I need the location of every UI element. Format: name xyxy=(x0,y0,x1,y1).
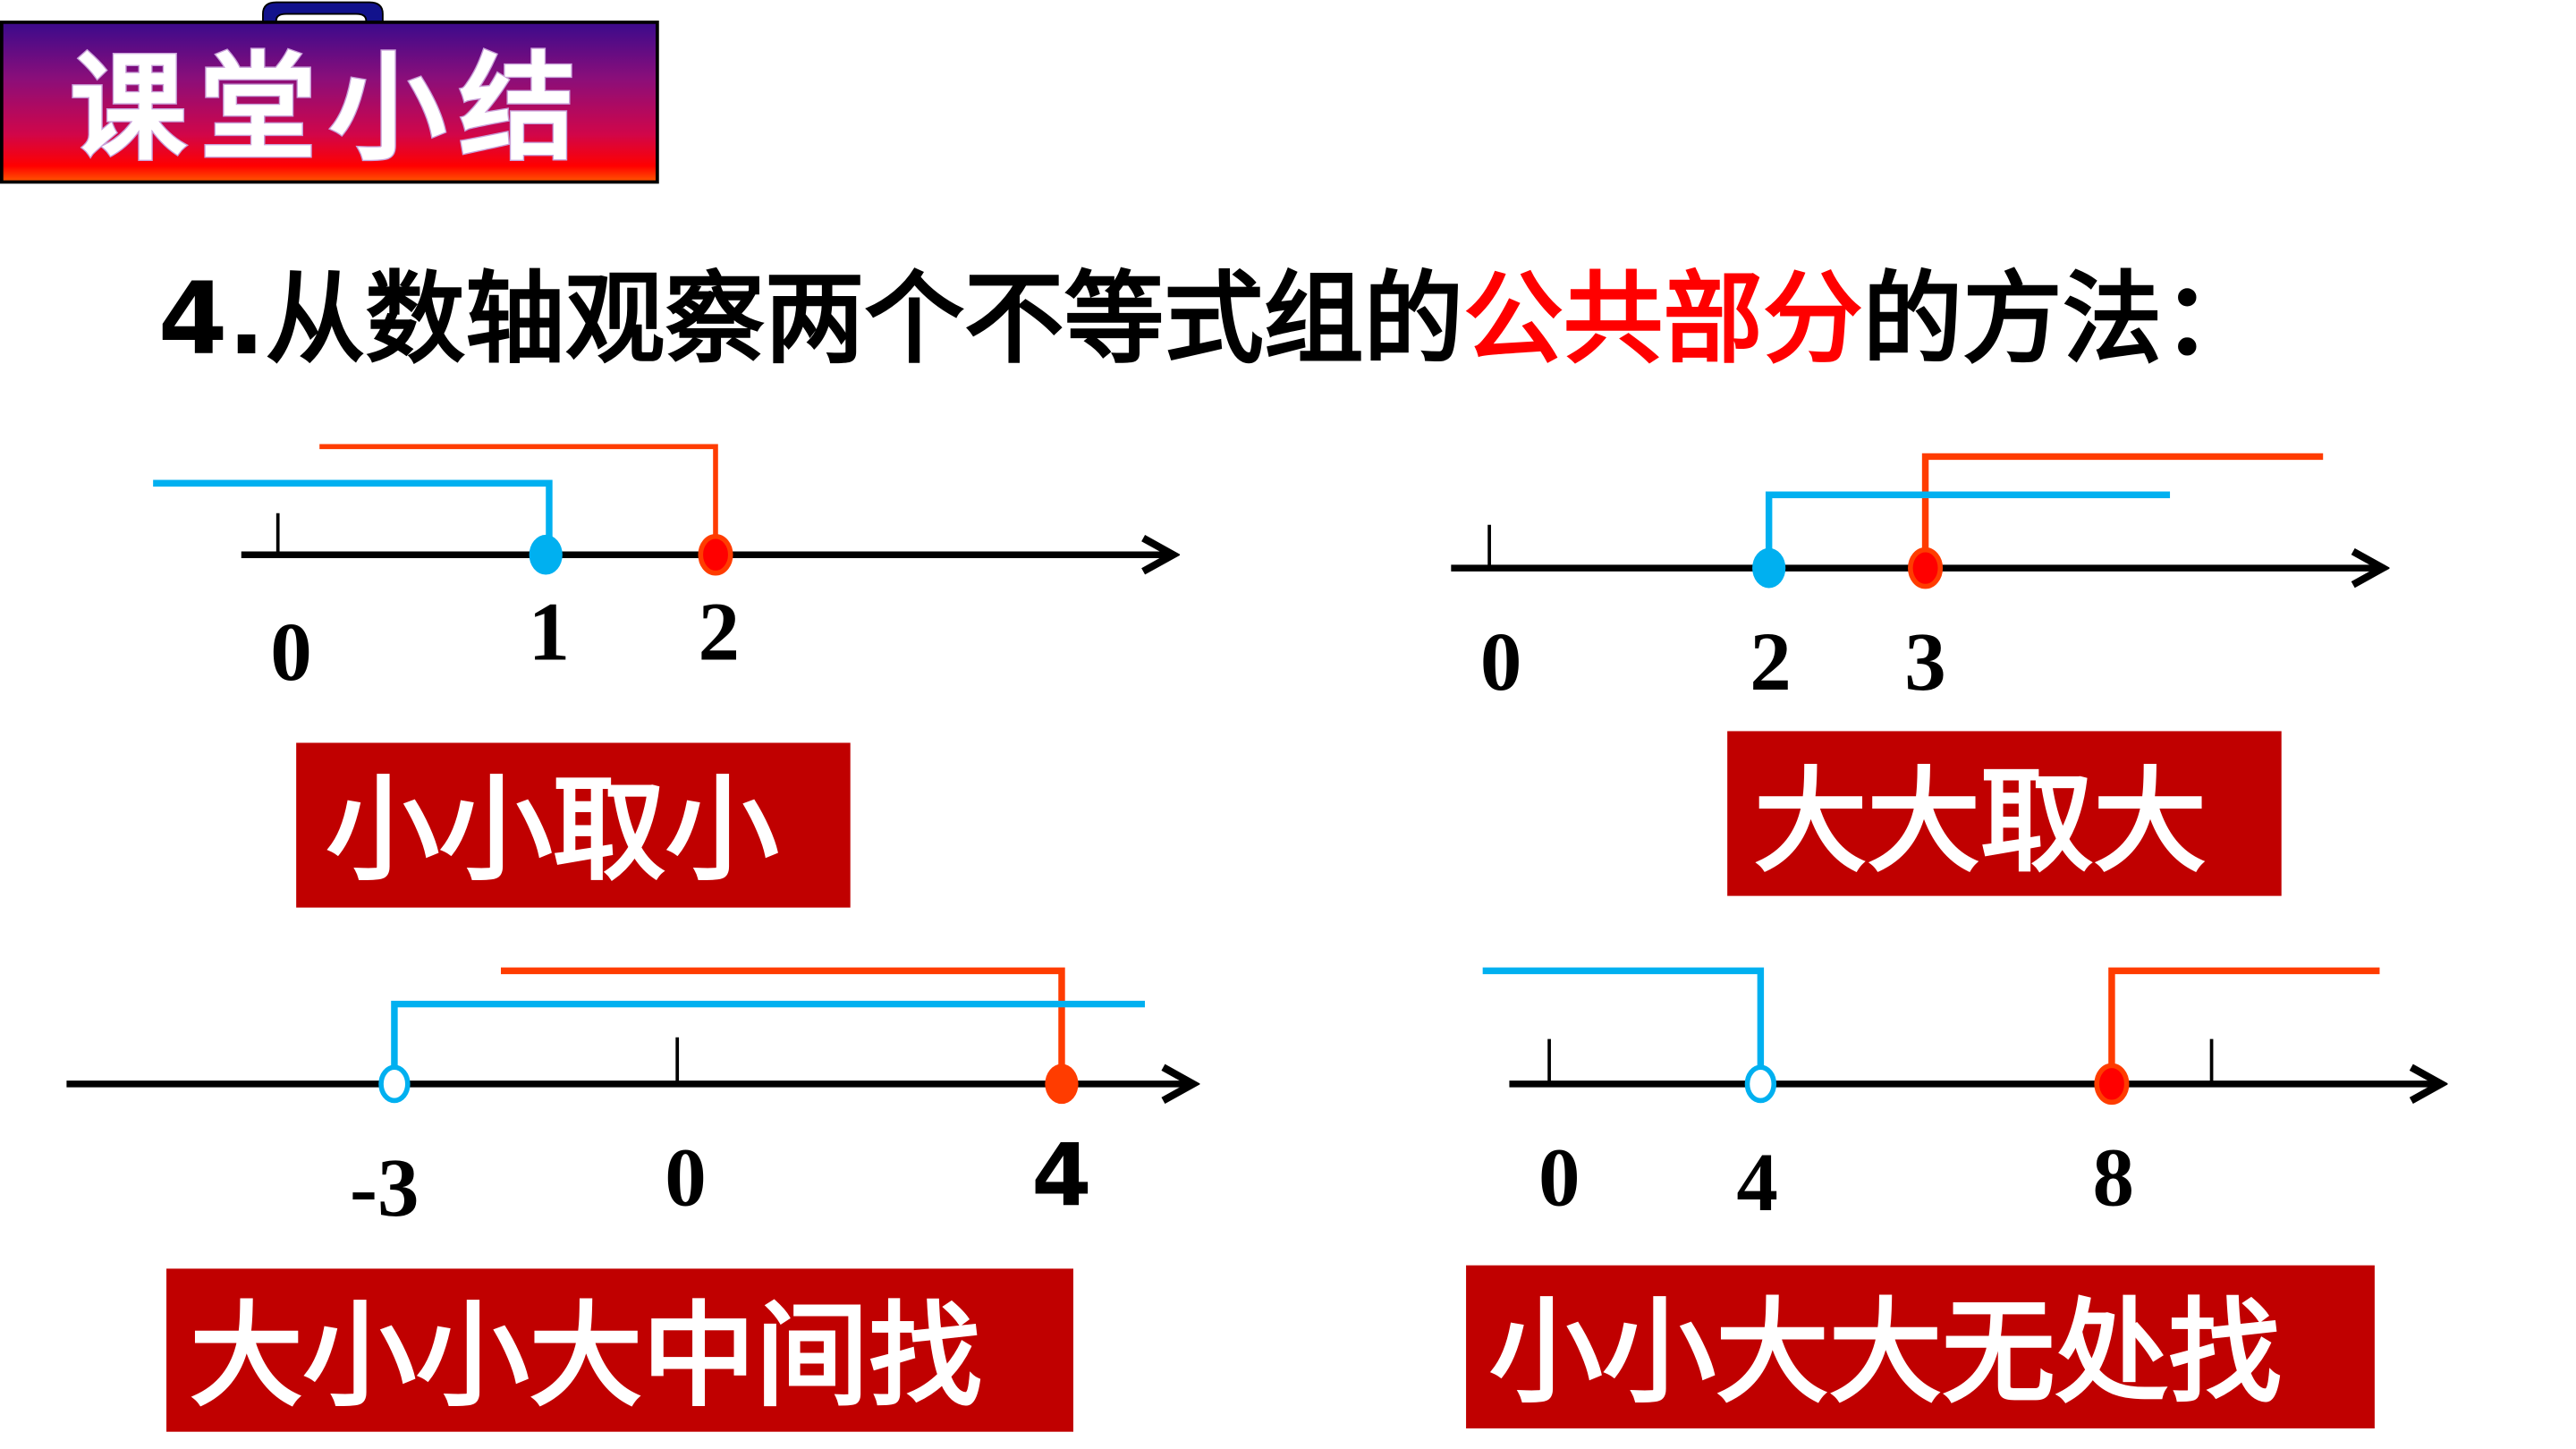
rule-text: 小小大大无处找 xyxy=(1489,1287,2281,1419)
tick-label-neg3: -3 xyxy=(350,1142,419,1234)
banner-title: 课堂小结 xyxy=(70,40,589,176)
tick-label-3: 3 xyxy=(1904,616,1946,708)
number-line-between: -3 0 4 xyxy=(66,967,1193,1234)
number-line-large-large: 0 2 3 xyxy=(1451,453,2383,708)
blue-range-line xyxy=(391,1000,1145,1084)
tick-label-4: 4 xyxy=(1031,1125,1091,1226)
tick-label-0: 0 xyxy=(270,606,312,699)
rule-text: 小小取小 xyxy=(326,765,779,896)
number-line-small-small: 0 1 2 xyxy=(153,444,1173,699)
rule-box-small-small: 小小取小 xyxy=(296,742,851,908)
rule-box-between: 大小小大中间找 xyxy=(166,1268,1073,1432)
section-heading: 4.从数轴观察两个不等式组的公共部分的方法： xyxy=(158,261,2262,377)
red-closed-point xyxy=(698,533,733,576)
red-range-line xyxy=(319,444,718,555)
blue-range-line xyxy=(1482,967,1765,1084)
rule-text: 大大取大 xyxy=(1754,757,2207,888)
number-line-none: 0 4 8 xyxy=(1482,967,2442,1229)
red-range-line xyxy=(501,967,1065,1084)
red-range-line xyxy=(2108,967,2380,1084)
rule-text: 大小小大中间找 xyxy=(190,1291,981,1422)
tick-label-0: 0 xyxy=(665,1132,707,1224)
banner-box xyxy=(0,21,659,184)
blue-closed-point xyxy=(1752,547,1786,589)
tick-label-0: 0 xyxy=(1480,616,1522,708)
heading-prefix: 4.从数轴观察两个不等式组的 xyxy=(158,261,1463,377)
heading-suffix: 的方法： xyxy=(1863,261,2262,377)
lesson-summary-banner: 课堂小结 xyxy=(0,1,659,184)
tick-label-2: 2 xyxy=(698,586,740,678)
tick-label-2: 2 xyxy=(1750,616,1792,708)
blue-closed-point xyxy=(529,534,563,575)
tick-label-1: 1 xyxy=(529,586,571,678)
red-closed-point xyxy=(1908,547,1944,589)
blue-open-point xyxy=(378,1064,411,1104)
rule-box-large-large: 大大取大 xyxy=(1727,731,2282,896)
red-range-line xyxy=(1921,453,2324,569)
heading-highlight: 公共部分 xyxy=(1463,261,1862,377)
red-closed-point xyxy=(2094,1063,2130,1106)
red-closed-point xyxy=(1045,1063,1079,1105)
blue-range-line xyxy=(153,479,553,555)
tick-label-8: 8 xyxy=(2093,1132,2135,1224)
blue-open-point xyxy=(1744,1064,1777,1104)
blue-range-line xyxy=(1765,491,2171,569)
tick-label-4: 4 xyxy=(1736,1137,1778,1229)
rule-box-none: 小小大大无处找 xyxy=(1466,1265,2375,1428)
tick-label-0: 0 xyxy=(1538,1132,1580,1224)
